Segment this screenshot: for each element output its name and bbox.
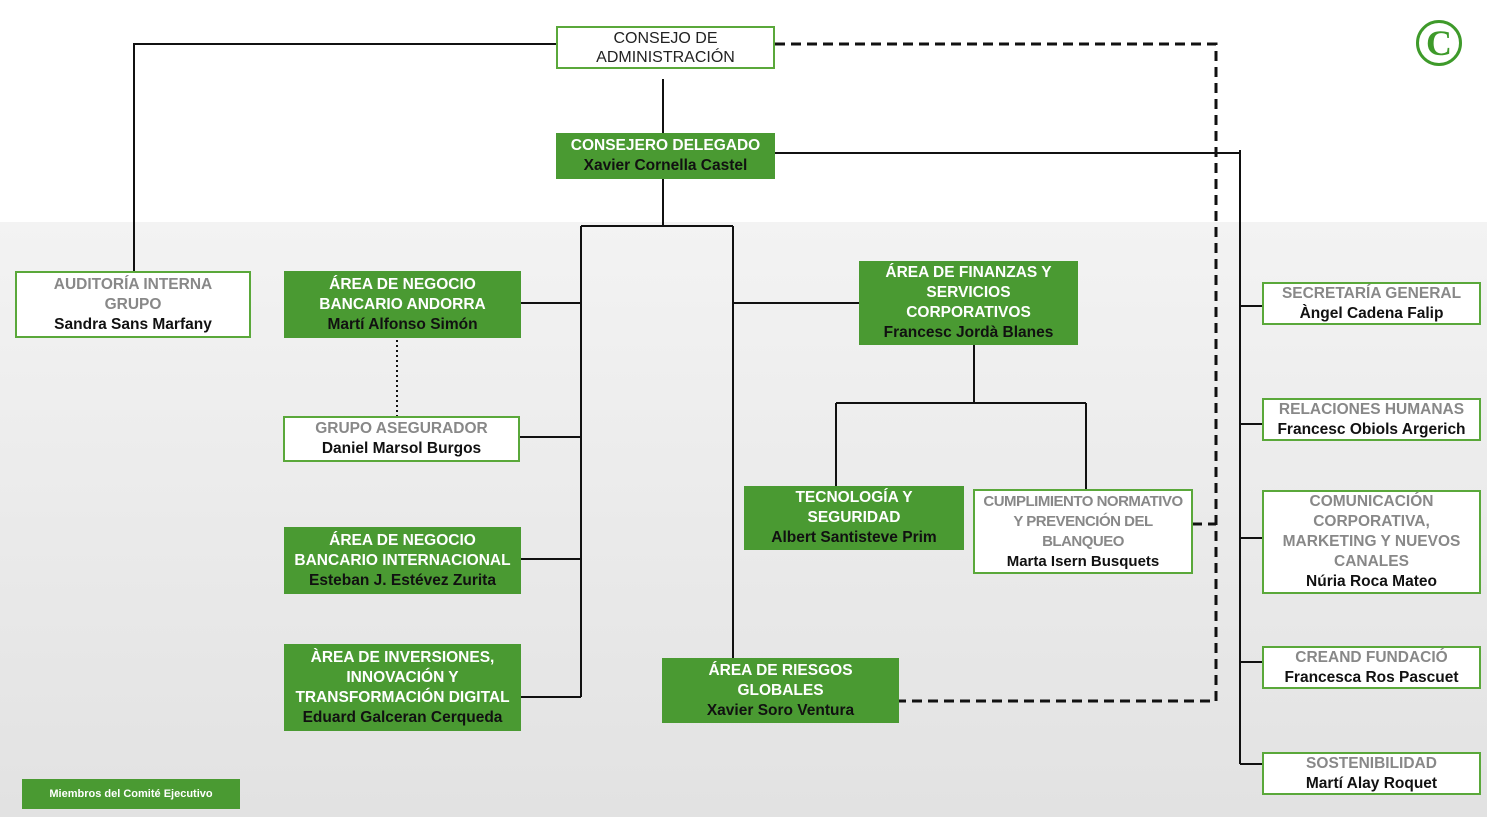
executive-committee-legend: Miembros del Comité Ejecutivo bbox=[22, 779, 240, 809]
ceo-title: CONSEJERO DELEGADO bbox=[570, 137, 761, 154]
hr-title: RELACIONES HUMANAS bbox=[1278, 400, 1465, 418]
international-title-line1: ÁREA DE NEGOCIO bbox=[329, 531, 476, 549]
board-box: CONSEJO DE ADMINISTRACIÓN bbox=[556, 26, 775, 69]
board-title-line2: ADMINISTRACIÓN bbox=[596, 48, 735, 66]
creand-logo: C bbox=[1416, 20, 1462, 66]
comms-box: COMUNICACIÓN CORPORATIVA, MARKETING Y NU… bbox=[1262, 490, 1481, 594]
investments-name: Eduard Galceran Cerqueda bbox=[302, 708, 503, 726]
sustainability-title: SOSTENIBILIDAD bbox=[1306, 754, 1437, 772]
legend-label: Miembros del Comité Ejecutivo bbox=[49, 788, 213, 800]
tech-name: Albert Santisteve Prim bbox=[771, 529, 937, 546]
sustainability-box: SOSTENIBILIDAD Martí Alay Roquet bbox=[1262, 752, 1481, 795]
risks-title-line1: ÁREA DE RIESGOS bbox=[708, 661, 853, 679]
compliance-title-line3: BLANQUEO bbox=[1042, 532, 1124, 550]
comms-title-line2: CORPORATIVA, bbox=[1313, 513, 1430, 530]
finance-title-line2: SERVICIOS bbox=[926, 284, 1011, 301]
foundation-name: Francesca Ros Pascuet bbox=[1284, 668, 1459, 686]
compliance-title-line1: CUMPLIMIENTO NORMATIVO bbox=[983, 492, 1183, 510]
andorra-title-line1: ÁREA DE NEGOCIO bbox=[329, 275, 476, 293]
compliance-box: CUMPLIMIENTO NORMATIVO Y PREVENCIÓN DEL … bbox=[973, 489, 1193, 574]
insurance-title: GRUPO ASEGURADOR bbox=[315, 420, 488, 437]
compliance-title-line2: Y PREVENCIÓN DEL bbox=[1013, 512, 1153, 530]
ceo-name: Xavier Cornella Castel bbox=[583, 157, 748, 174]
audit-title-line1: AUDITORÍA INTERNA bbox=[53, 275, 213, 293]
secretary-title: SECRETARÍA GENERAL bbox=[1281, 284, 1462, 302]
compliance-name: Marta Isern Busquets bbox=[1006, 552, 1160, 570]
comms-title-line4: CANALES bbox=[1334, 553, 1409, 570]
tech-title-line2: SEGURIDAD bbox=[807, 509, 901, 526]
investments-box: ÀREA DE INVERSIONES, INNOVACIÓN Y TRANSF… bbox=[284, 644, 521, 731]
risks-box: ÁREA DE RIESGOS GLOBALES Xavier Soro Ven… bbox=[662, 658, 899, 723]
andorra-box: ÁREA DE NEGOCIO BANCARIO ANDORRA Martí A… bbox=[284, 271, 521, 338]
secretary-box: SECRETARÍA GENERAL Àngel Cadena Falip bbox=[1262, 282, 1481, 325]
hr-box: RELACIONES HUMANAS Francesc Obiols Arger… bbox=[1262, 398, 1481, 441]
andorra-title-line2: BANCARIO ANDORRA bbox=[319, 295, 486, 313]
risks-title-line2: GLOBALES bbox=[737, 681, 824, 699]
investments-title-line3: TRANSFORMACIÓN DIGITAL bbox=[295, 688, 510, 706]
finance-title-line1: ÁREA DE FINANZAS Y bbox=[885, 264, 1052, 281]
risks-name: Xavier Soro Ventura bbox=[706, 701, 855, 719]
comms-name: Núria Roca Mateo bbox=[1306, 573, 1437, 590]
finance-title-line3: CORPORATIVOS bbox=[906, 304, 1031, 321]
secretary-name: Àngel Cadena Falip bbox=[1299, 304, 1444, 322]
audit-title-line2: GRUPO bbox=[104, 295, 162, 313]
comms-title-line3: MARKETING Y NUEVOS bbox=[1282, 533, 1461, 550]
audit-name: Sandra Sans Marfany bbox=[54, 315, 212, 333]
international-title-line2: BANCARIO INTERNACIONAL bbox=[294, 551, 511, 569]
ceo-box: CONSEJERO DELEGADO Xavier Cornella Caste… bbox=[556, 133, 775, 179]
foundation-box: CREAND FUNDACIÓ Francesca Ros Pascuet bbox=[1262, 646, 1481, 689]
sustainability-name: Martí Alay Roquet bbox=[1305, 774, 1438, 792]
tech-title-line1: TECNOLOGÍA Y bbox=[795, 489, 913, 506]
audit-box: AUDITORÍA INTERNA GRUPO Sandra Sans Marf… bbox=[15, 271, 251, 338]
comms-title-line1: COMUNICACIÓN bbox=[1309, 493, 1434, 510]
international-name: Esteban J. Estévez Zurita bbox=[309, 571, 496, 589]
foundation-title: CREAND FUNDACIÓ bbox=[1295, 648, 1448, 666]
tech-box: TECNOLOGÍA Y SEGURIDAD Albert Santisteve… bbox=[744, 486, 964, 550]
investments-title-line1: ÀREA DE INVERSIONES, bbox=[310, 648, 495, 666]
finance-box: ÁREA DE FINANZAS Y SERVICIOS CORPORATIVO… bbox=[859, 261, 1078, 345]
insurance-name: Daniel Marsol Burgos bbox=[321, 440, 482, 457]
finance-name: Francesc Jordà Blanes bbox=[883, 324, 1054, 341]
board-title-line1: CONSEJO DE bbox=[613, 29, 718, 47]
international-box: ÁREA DE NEGOCIO BANCARIO INTERNACIONAL E… bbox=[284, 527, 521, 594]
andorra-name: Martí Alfonso Simón bbox=[327, 315, 478, 333]
insurance-box: GRUPO ASEGURADOR Daniel Marsol Burgos bbox=[283, 416, 520, 462]
hr-name: Francesc Obiols Argerich bbox=[1277, 420, 1466, 438]
investments-title-line2: INNOVACIÓN Y bbox=[346, 668, 459, 686]
